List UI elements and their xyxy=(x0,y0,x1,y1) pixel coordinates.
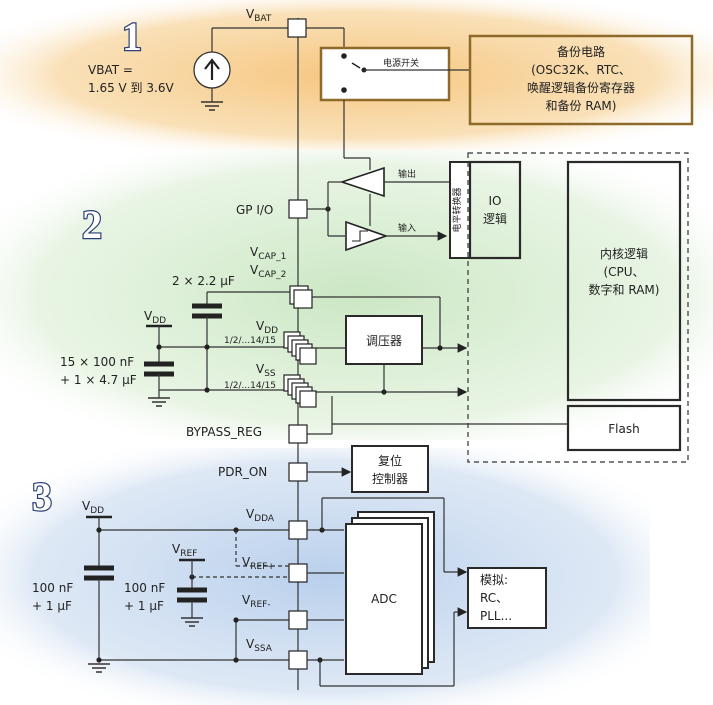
arrow-up-icon xyxy=(204,58,220,80)
reset-line2: 控制器 xyxy=(372,472,408,486)
regulator-label: 调压器 xyxy=(366,334,402,348)
analog-line1: 模拟: xyxy=(480,573,508,587)
io-logic-line1: IO xyxy=(489,194,502,208)
vssa-label: VSSA xyxy=(246,637,273,654)
core-line2: (CPU、 xyxy=(603,265,644,279)
ground-icon xyxy=(201,101,223,111)
vdd-caps-line1: 15 × 100 nF xyxy=(60,355,134,369)
vdda-pin xyxy=(288,520,308,540)
caps-a-line2: + 1 µF xyxy=(32,599,72,613)
section-number-1: 1 xyxy=(122,14,142,59)
vdd-pin-numbers: 1/2/...14/15 xyxy=(224,336,276,346)
vdd-caps-line2: + 1 × 4.7 µF xyxy=(60,373,137,387)
backup-circuit-box xyxy=(468,34,694,126)
section-number-3: 3 xyxy=(32,474,52,519)
vss-pin-numbers: 1/2/...14/15 xyxy=(224,381,276,391)
vdd-pin-label: VDD xyxy=(256,319,278,336)
vref-minus-label: VREF- xyxy=(242,593,271,610)
section-number-2: 2 xyxy=(82,202,102,247)
adc-box xyxy=(345,523,423,675)
vssa-pin xyxy=(288,650,308,670)
level-shifter-label: 电平转换器 xyxy=(451,187,463,232)
vcap2-label: VCAP_2 xyxy=(250,263,286,280)
vref-cap-label: VREF xyxy=(172,542,197,559)
analog-block-box xyxy=(467,567,547,629)
io-logic-box xyxy=(468,160,522,260)
backup-line1: 备份电路 xyxy=(557,44,605,59)
backup-line3: 唤醒逻辑备份寄存器 xyxy=(527,80,635,95)
reset-line1: 复位 xyxy=(378,453,402,468)
ground-icon xyxy=(148,397,170,407)
core-domain-dashed-frame xyxy=(467,152,689,463)
vcap-caps-value: 2 × 2.2 µF xyxy=(172,274,235,288)
pdr-on-label: PDR_ON xyxy=(218,465,267,479)
ground-icon xyxy=(88,663,110,673)
ground-icon xyxy=(181,617,203,627)
input-label: 输入 xyxy=(398,222,416,234)
core-line3: 数字和 RAM) xyxy=(589,282,660,297)
vbat-range-line2: 1.65 V 到 3.6V xyxy=(88,81,174,95)
analog-line2: RC、 xyxy=(480,591,508,605)
pdr-on-pin xyxy=(288,462,308,482)
vdd-pin-stack xyxy=(283,331,317,365)
backup-line2: (OSC32K、RTC、 xyxy=(531,63,631,77)
caps-a-line1: 100 nF xyxy=(32,581,73,595)
vcap1-pin xyxy=(293,289,313,309)
vdd-cap-label: VDD xyxy=(144,309,166,326)
switch-blade xyxy=(351,62,361,69)
vref-minus-pin xyxy=(288,610,308,630)
vdd-analog-cap-label: VDD xyxy=(82,499,104,516)
gpio-label: GP I/O xyxy=(236,203,273,217)
vbat-pin xyxy=(287,18,307,38)
reset-controller-box xyxy=(351,445,429,493)
power-switch-label: 电源开关 xyxy=(383,57,419,69)
vcap1-label: VCAP_1 xyxy=(250,245,286,262)
analog-line3: PLL... xyxy=(480,609,512,623)
backup-line4: 和备份 RAM) xyxy=(546,99,617,113)
vss-pin-label: VSS xyxy=(256,362,276,379)
output-label: 输出 xyxy=(398,168,416,180)
vss-pin-stack xyxy=(283,374,317,408)
adc-label: ADC xyxy=(371,592,397,606)
vbat-pin-label: VBAT xyxy=(246,7,272,24)
io-logic-line2: 逻辑 xyxy=(483,212,507,226)
caps-b-line1: 100 nF xyxy=(124,581,165,595)
input-schmitt-buffer-icon xyxy=(345,220,389,252)
core-logic-box xyxy=(566,160,682,402)
bypass-label: BYPASS_REG xyxy=(186,425,262,439)
bypass-pin xyxy=(288,424,308,444)
flash-label: Flash xyxy=(608,422,639,436)
vref-plus-label: VREF+ xyxy=(242,555,275,572)
vdda-label: VDDA xyxy=(246,507,275,524)
gpio-pin xyxy=(288,199,308,219)
vbat-range-line1: VBAT = xyxy=(88,63,133,77)
power-switch-box xyxy=(319,46,451,102)
vref-plus-pin xyxy=(288,563,308,583)
core-line1: 内核逻辑 xyxy=(600,247,648,261)
flash-box xyxy=(566,404,682,452)
caps-b-line2: + 1 µF xyxy=(124,599,164,613)
